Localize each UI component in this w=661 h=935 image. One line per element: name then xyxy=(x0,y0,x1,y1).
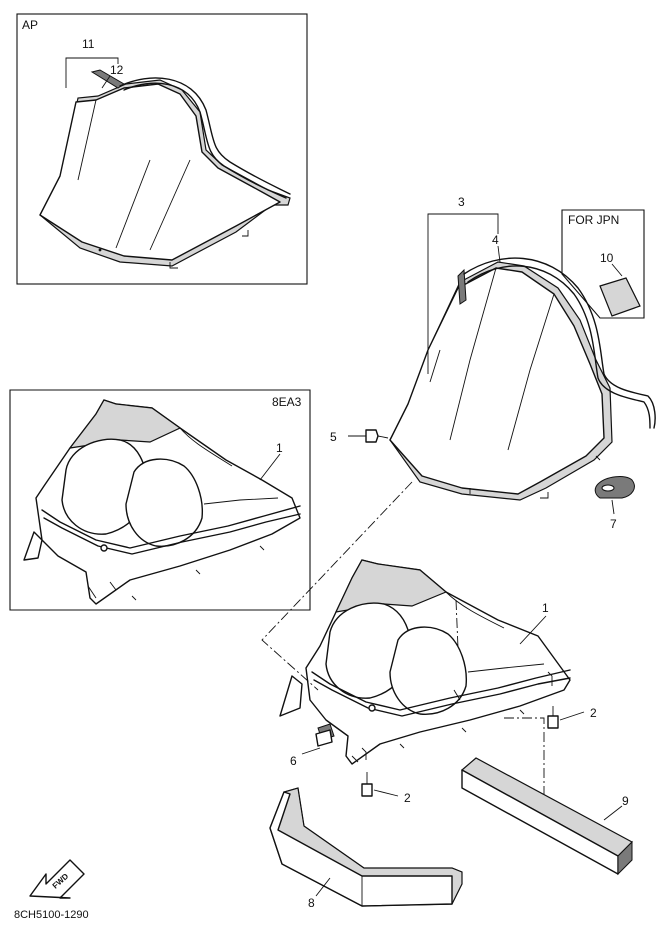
alignment-line-pad xyxy=(504,717,545,796)
leader-4 xyxy=(497,245,501,263)
leader-1b xyxy=(519,615,547,645)
ea3-box-label: 8EA3 xyxy=(272,395,302,409)
cowling-screw-dot xyxy=(368,704,376,712)
bolt-5 xyxy=(348,429,389,443)
jpn-detail-box: FOR JPN 10 xyxy=(561,209,645,319)
callout-3: 3 xyxy=(458,195,465,209)
callout-10: 10 xyxy=(600,251,614,265)
ap-detail-box: AP 11 12 xyxy=(16,13,308,285)
main-windshield xyxy=(389,257,656,501)
leader-10 xyxy=(611,263,623,277)
ap-windshield xyxy=(39,69,291,269)
jpn-box-label: FOR JPN xyxy=(568,213,619,227)
ea3-box-frame xyxy=(9,389,311,611)
leader-2a xyxy=(559,711,585,721)
fwd-arrow-icon: FWD xyxy=(29,859,85,899)
alignment-line-windshield xyxy=(261,481,413,691)
leader-3 xyxy=(427,213,499,374)
callout-1b: 1 xyxy=(542,601,549,615)
callout-1a: 1 xyxy=(276,441,283,455)
callout-2b: 2 xyxy=(404,791,411,805)
main-cowling xyxy=(279,559,571,765)
ea3-detail-box: 8EA3 1 xyxy=(9,389,311,611)
callout-9: 9 xyxy=(622,794,629,808)
callout-4: 4 xyxy=(492,233,499,247)
jpn-box-frame xyxy=(561,209,645,319)
ea3-screw-dot xyxy=(100,544,108,552)
leader-12 xyxy=(101,75,111,89)
diagram-code: 8CH5100-1290 xyxy=(14,909,89,921)
ea3-cowling xyxy=(23,399,301,605)
leader-9 xyxy=(603,805,623,821)
callout-11: 11 xyxy=(82,37,95,51)
ap-hole-dot xyxy=(98,248,102,252)
leader-2b xyxy=(373,789,399,797)
callout-7: 7 xyxy=(610,517,617,531)
leader-7 xyxy=(611,499,615,515)
label-decal-part xyxy=(599,277,641,317)
leader-11 xyxy=(65,57,119,88)
grommet-7 xyxy=(594,476,635,499)
block-9 xyxy=(460,757,633,876)
nut-6 xyxy=(315,723,335,747)
alignment-line-center xyxy=(455,599,459,649)
leader-8 xyxy=(315,877,331,897)
ap-box-frame xyxy=(16,13,308,285)
screw-2b xyxy=(361,747,373,797)
screw-2a xyxy=(547,671,559,729)
ap-box-label: AP xyxy=(22,18,38,32)
pad-8 xyxy=(269,787,463,907)
callout-5: 5 xyxy=(330,430,337,444)
callout-12: 12 xyxy=(110,63,124,77)
callout-6: 6 xyxy=(290,754,297,768)
leader-6 xyxy=(301,747,321,755)
leader-1a xyxy=(259,453,281,481)
callout-8: 8 xyxy=(308,896,315,910)
callout-2a: 2 xyxy=(590,706,597,720)
